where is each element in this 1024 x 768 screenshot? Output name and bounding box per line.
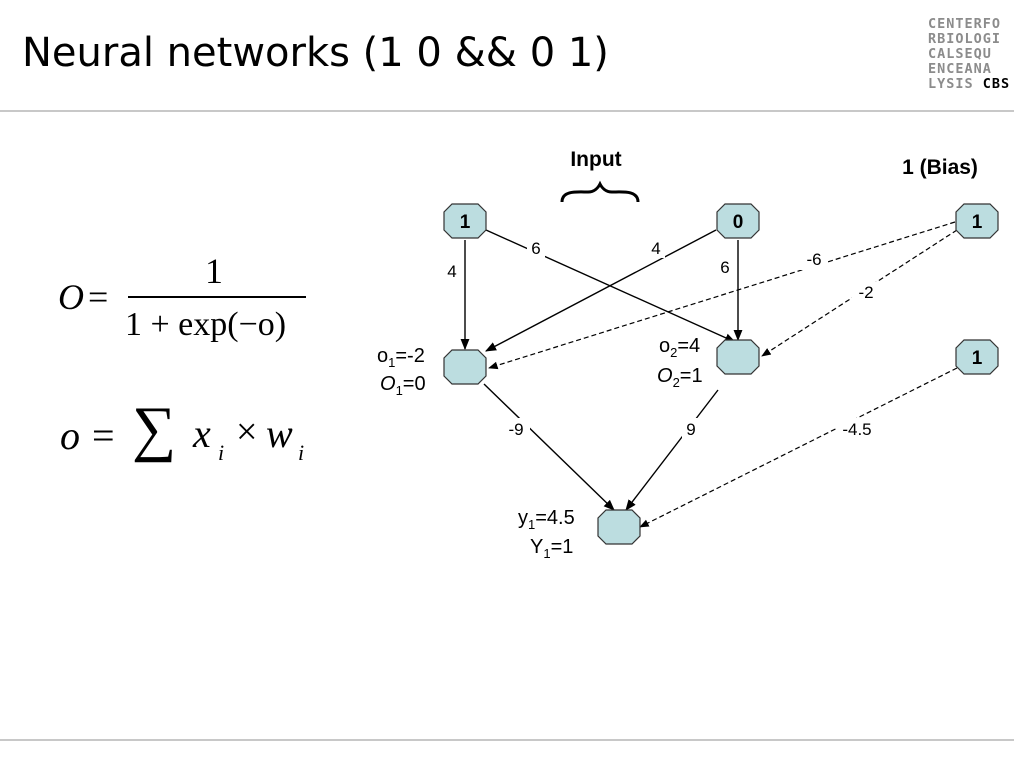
hidden1-o-val: =-2 xyxy=(395,345,424,367)
footer-divider xyxy=(0,739,1014,741)
sum-w: w xyxy=(266,411,293,456)
weight-bias-y: -4.5 xyxy=(842,420,871,439)
sum-x-sub: i xyxy=(218,440,225,465)
hidden2-o-val: =4 xyxy=(677,335,700,357)
hidden2-O-sub: 2 xyxy=(673,375,680,390)
logo-brand: CBS xyxy=(982,76,1011,92)
weight-x1-h1: 4 xyxy=(447,262,456,281)
input-node-2 xyxy=(716,203,760,239)
sigma-symbol: ∑ xyxy=(132,395,177,463)
hidden1-out-label: O1=0 xyxy=(380,373,426,398)
edge-h1-y xyxy=(483,383,615,511)
hidden2-O-val: =1 xyxy=(680,365,703,387)
bias-node-top-value: 1 xyxy=(972,212,983,233)
output-Y-val: =1 xyxy=(551,536,574,558)
sum-w-sub: i xyxy=(298,440,305,465)
edge-h2-y xyxy=(625,389,719,511)
edge-bias-y xyxy=(639,367,958,528)
hidden-node-2 xyxy=(716,339,760,375)
input-node-1 xyxy=(443,203,487,239)
sigmoid-denominator: 1 + exp(−o) xyxy=(125,306,287,343)
logo-row-3: CALSEQU xyxy=(928,46,992,62)
weight-h1-y: -9 xyxy=(508,420,523,439)
input-brace xyxy=(560,180,640,203)
weight-x2-h1: 4 xyxy=(651,239,660,258)
input-node-2-value: 0 xyxy=(733,212,744,233)
sigmoid-equals: = xyxy=(88,277,109,317)
hidden2-net-label: o2=4 xyxy=(659,335,700,360)
hidden2-o-name: o xyxy=(659,335,670,357)
edge-x2-h1 xyxy=(485,229,717,352)
bias-node-output xyxy=(955,339,999,375)
bias-node-top xyxy=(955,203,999,239)
input-node-1-value: 1 xyxy=(460,212,471,233)
output-Y-name: Y xyxy=(530,536,543,558)
slide-title: Neural networks (1 0 && 0 1) xyxy=(22,30,609,76)
logo-row-1: CENTERFO xyxy=(928,16,1002,32)
bias-node-output-value: 1 xyxy=(972,348,983,369)
header-divider xyxy=(0,110,1014,112)
logo-row-4: ENCEANA xyxy=(928,61,992,77)
bias-label: 1 (Bias) xyxy=(902,156,978,179)
cbs-logo: CENTERFO RBIOLOGI CALSEQU ENCEANA LYSIS … xyxy=(928,17,1010,92)
output-net-label: y1=4.5 xyxy=(518,507,575,532)
sigmoid-lhs: O xyxy=(58,277,84,317)
weight-bias-h2: -2 xyxy=(858,283,873,302)
sigmoid-numerator: 1 xyxy=(205,251,223,291)
output-node xyxy=(597,509,641,545)
sum-lhs: o xyxy=(60,413,80,458)
fraction-bar xyxy=(128,296,306,298)
output-Y-sub: 1 xyxy=(543,546,550,561)
logo-row-5-text: LYSIS xyxy=(928,76,983,92)
hidden1-O-sub: 1 xyxy=(396,383,403,398)
hidden-node-1 xyxy=(443,349,487,385)
output-y-sub: 1 xyxy=(528,517,535,532)
weight-x1-h2: 6 xyxy=(531,239,540,258)
weight-x2-h2: 6 xyxy=(720,258,729,277)
edge-bias-h1 xyxy=(488,221,956,370)
logo-row-5: LYSIS CBS xyxy=(928,77,1010,92)
output-y-name: y xyxy=(518,507,528,529)
weight-bias-h1: -6 xyxy=(806,250,821,269)
logo-row-2: RBIOLOGI xyxy=(928,31,1002,47)
hidden1-o-sub: 1 xyxy=(388,355,395,370)
hidden1-net-label: o1=-2 xyxy=(377,345,425,370)
hidden2-O-name: O xyxy=(657,365,673,387)
hidden2-o-sub: 2 xyxy=(670,345,677,360)
input-label: Input xyxy=(570,148,621,171)
sum-x: x xyxy=(193,411,211,456)
sum-times: × xyxy=(236,411,258,453)
hidden1-O-name: O xyxy=(380,373,396,395)
hidden1-O-val: =0 xyxy=(403,373,426,395)
hidden1-o-name: o xyxy=(377,345,388,367)
output-y-val: =4.5 xyxy=(535,507,574,529)
sum-equals: = xyxy=(92,413,115,458)
weight-h2-y: 9 xyxy=(686,420,695,439)
output-out-label: Y1=1 xyxy=(530,536,573,561)
hidden2-out-label: O2=1 xyxy=(657,365,703,390)
